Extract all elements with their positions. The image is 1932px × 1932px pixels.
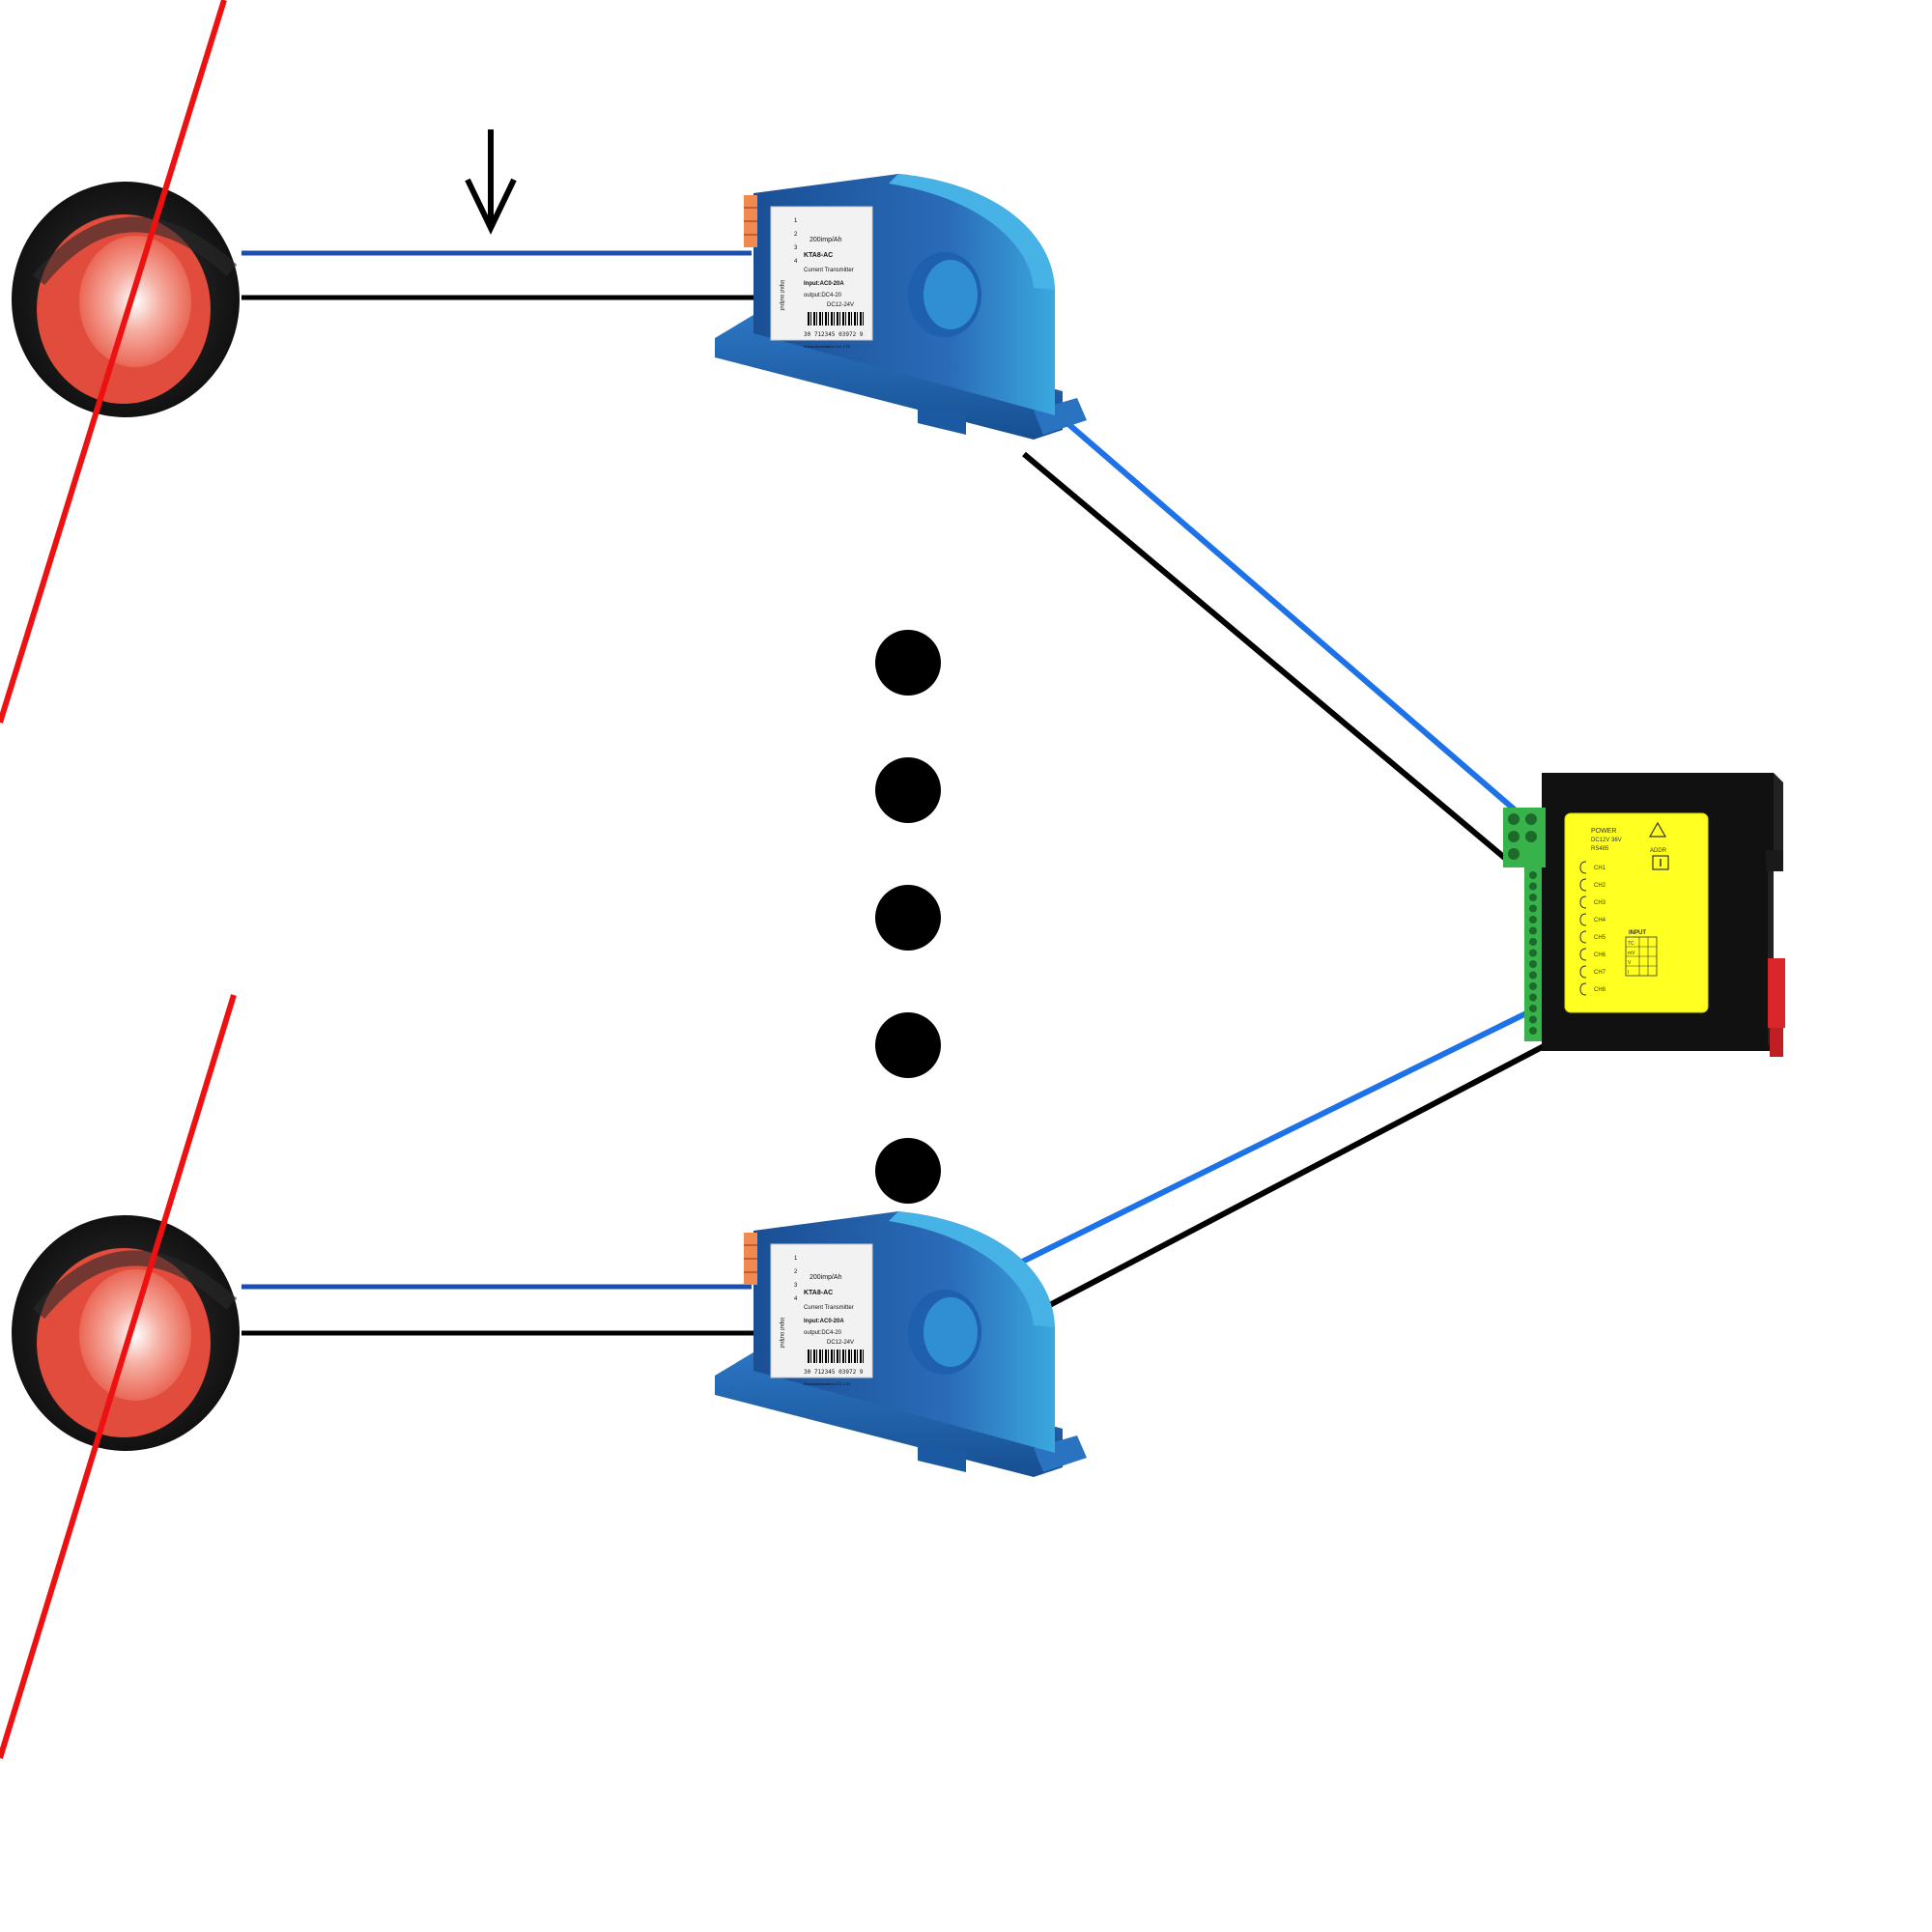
ct-side-text: input output [779,1318,784,1349]
channel-bracket [1579,930,1587,944]
ct-label-row-2: KTA8-AC [804,1290,833,1296]
terminal-screw [1529,926,1537,935]
ct-label-row-2: KTA8-AC [804,252,833,259]
terminal-screw [1529,993,1537,1002]
ct-label-row-3: Current Transmitter [804,268,854,273]
channel-label-ch5: CH5 [1594,935,1606,941]
vertical-ellipsis-icon [875,630,941,1204]
channel-label-ch2: CH2 [1594,883,1606,889]
input-table: INPUT TC mV V I [1625,930,1658,977]
ct-label-bottom: 200imp/Ah KTA8-AC Current Transmitter In… [779,1256,864,1386]
input-row-tc: TC [1628,941,1634,947]
terminal-screw [1529,871,1537,879]
ct-label-row-4: Input:AC0-20A [804,281,844,287]
ct-supply-line: DC12-24V [827,1340,854,1346]
terminal-screw [1529,971,1537,980]
collector-module: POWER DC12V 36V RS485 ADDR CH1CH2CH3CH4C… [1503,773,1785,1057]
ct-pin-4: 4 [794,1296,798,1302]
warning-icon [1648,821,1667,838]
wire-signal-top-right [1059,414,1519,814]
terminal-screw [1529,982,1537,990]
wire-return-top-right [1022,451,1509,863]
ct-side-text: input output [779,280,784,311]
ct-pin-3: 3 [794,245,798,251]
channel-bracket [1579,895,1587,909]
ct-pin-1: 1 [794,218,798,224]
channel-bracket [1579,948,1587,961]
ct-output-line: output:DC4-20 [804,293,842,298]
channel-label-ch1: CH1 [1594,866,1606,871]
channel-bracket [1579,982,1587,996]
ct-supply-line: DC12-24V [827,302,854,308]
label-power-voltage: DC12V 36V [1591,838,1622,843]
channel-label-ch8: CH8 [1594,987,1606,993]
primary-conductor-top [0,0,227,724]
ct-pin-1: 1 [794,1256,798,1262]
channel-bracket [1579,965,1587,979]
terminal-screw [1529,904,1537,913]
terminal-screw [1529,949,1537,957]
ct-output-line: output:DC4-20 [804,1330,842,1336]
ct-pin-3: 3 [794,1283,798,1289]
ellipsis-dot [875,1012,941,1078]
ct-barcode-number: 30 712345 03972 9 [804,331,864,338]
ct-maker-line: KehaoAutomation CO.,LTD [804,1381,851,1386]
ct-pin-2: 2 [794,232,798,238]
terminal-screw [1529,1027,1537,1035]
terminal-screw [1529,916,1537,923]
terminal-screw [1529,882,1537,891]
current-transmitter-bottom: 200imp/Ah KTA8-AC Current Transmitter In… [714,1210,1088,1478]
ct-maker-line: KehaoAutomation CO.,LTD [804,344,851,349]
input-row-v: V [1628,960,1632,966]
terminal-screw [1529,1005,1537,1012]
wire-return-bottom-right [1020,1042,1548,1322]
channel-bracket [1579,913,1587,926]
terminal-screw [1529,1015,1537,1024]
addr-switch-icon [1652,855,1669,870]
collector-label [1564,812,1709,1013]
ct-pin-4: 4 [794,259,798,265]
terminal-screw [1529,894,1537,901]
channel-label-ch6: CH6 [1594,952,1606,958]
ring-core-top [12,182,240,417]
ct-label-row-4: Input:AC0-20A [804,1319,844,1324]
ct-pin-2: 2 [794,1269,798,1275]
label-power: POWER [1591,828,1616,835]
input-row-i: I [1628,970,1629,976]
channel-bracket [1579,861,1587,874]
channel-label-ch7: CH7 [1594,970,1606,976]
input-title: INPUT [1629,930,1646,936]
primary-conductor-bottom [0,994,237,1759]
label-addr: ADDR [1650,848,1667,854]
terminal-screw [1529,938,1537,946]
current-transmitter-top: 200imp/Ah KTA8-AC Current Transmitter In… [714,173,1088,440]
label-rs485: RS485 [1591,846,1609,852]
ct-label-row-1: 200imp/Ah [810,1274,842,1281]
ct-barcode-number: 30 712345 03972 9 [804,1369,864,1376]
input-row-mv: mV [1628,951,1635,956]
channel-label-ch3: CH3 [1594,900,1606,906]
ct-label-row-1: 200imp/Ah [810,237,842,243]
ellipsis-dot [875,1138,941,1204]
wire-signal-bottom-right [1001,1009,1530,1274]
ring-core-bottom [12,1215,240,1451]
channel-label-ch4: CH4 [1594,918,1606,923]
arrow-down-icon [465,129,517,235]
terminal-screw [1529,960,1537,968]
ellipsis-dot [875,630,941,696]
ct-label-top: 200imp/Ah KTA8-AC Current Transmitter In… [779,218,864,349]
wires [242,250,1548,1336]
ellipsis-dot [875,757,941,823]
ellipsis-dot [875,885,941,951]
channel-bracket [1579,878,1587,892]
ct-label-row-3: Current Transmitter [804,1305,854,1311]
